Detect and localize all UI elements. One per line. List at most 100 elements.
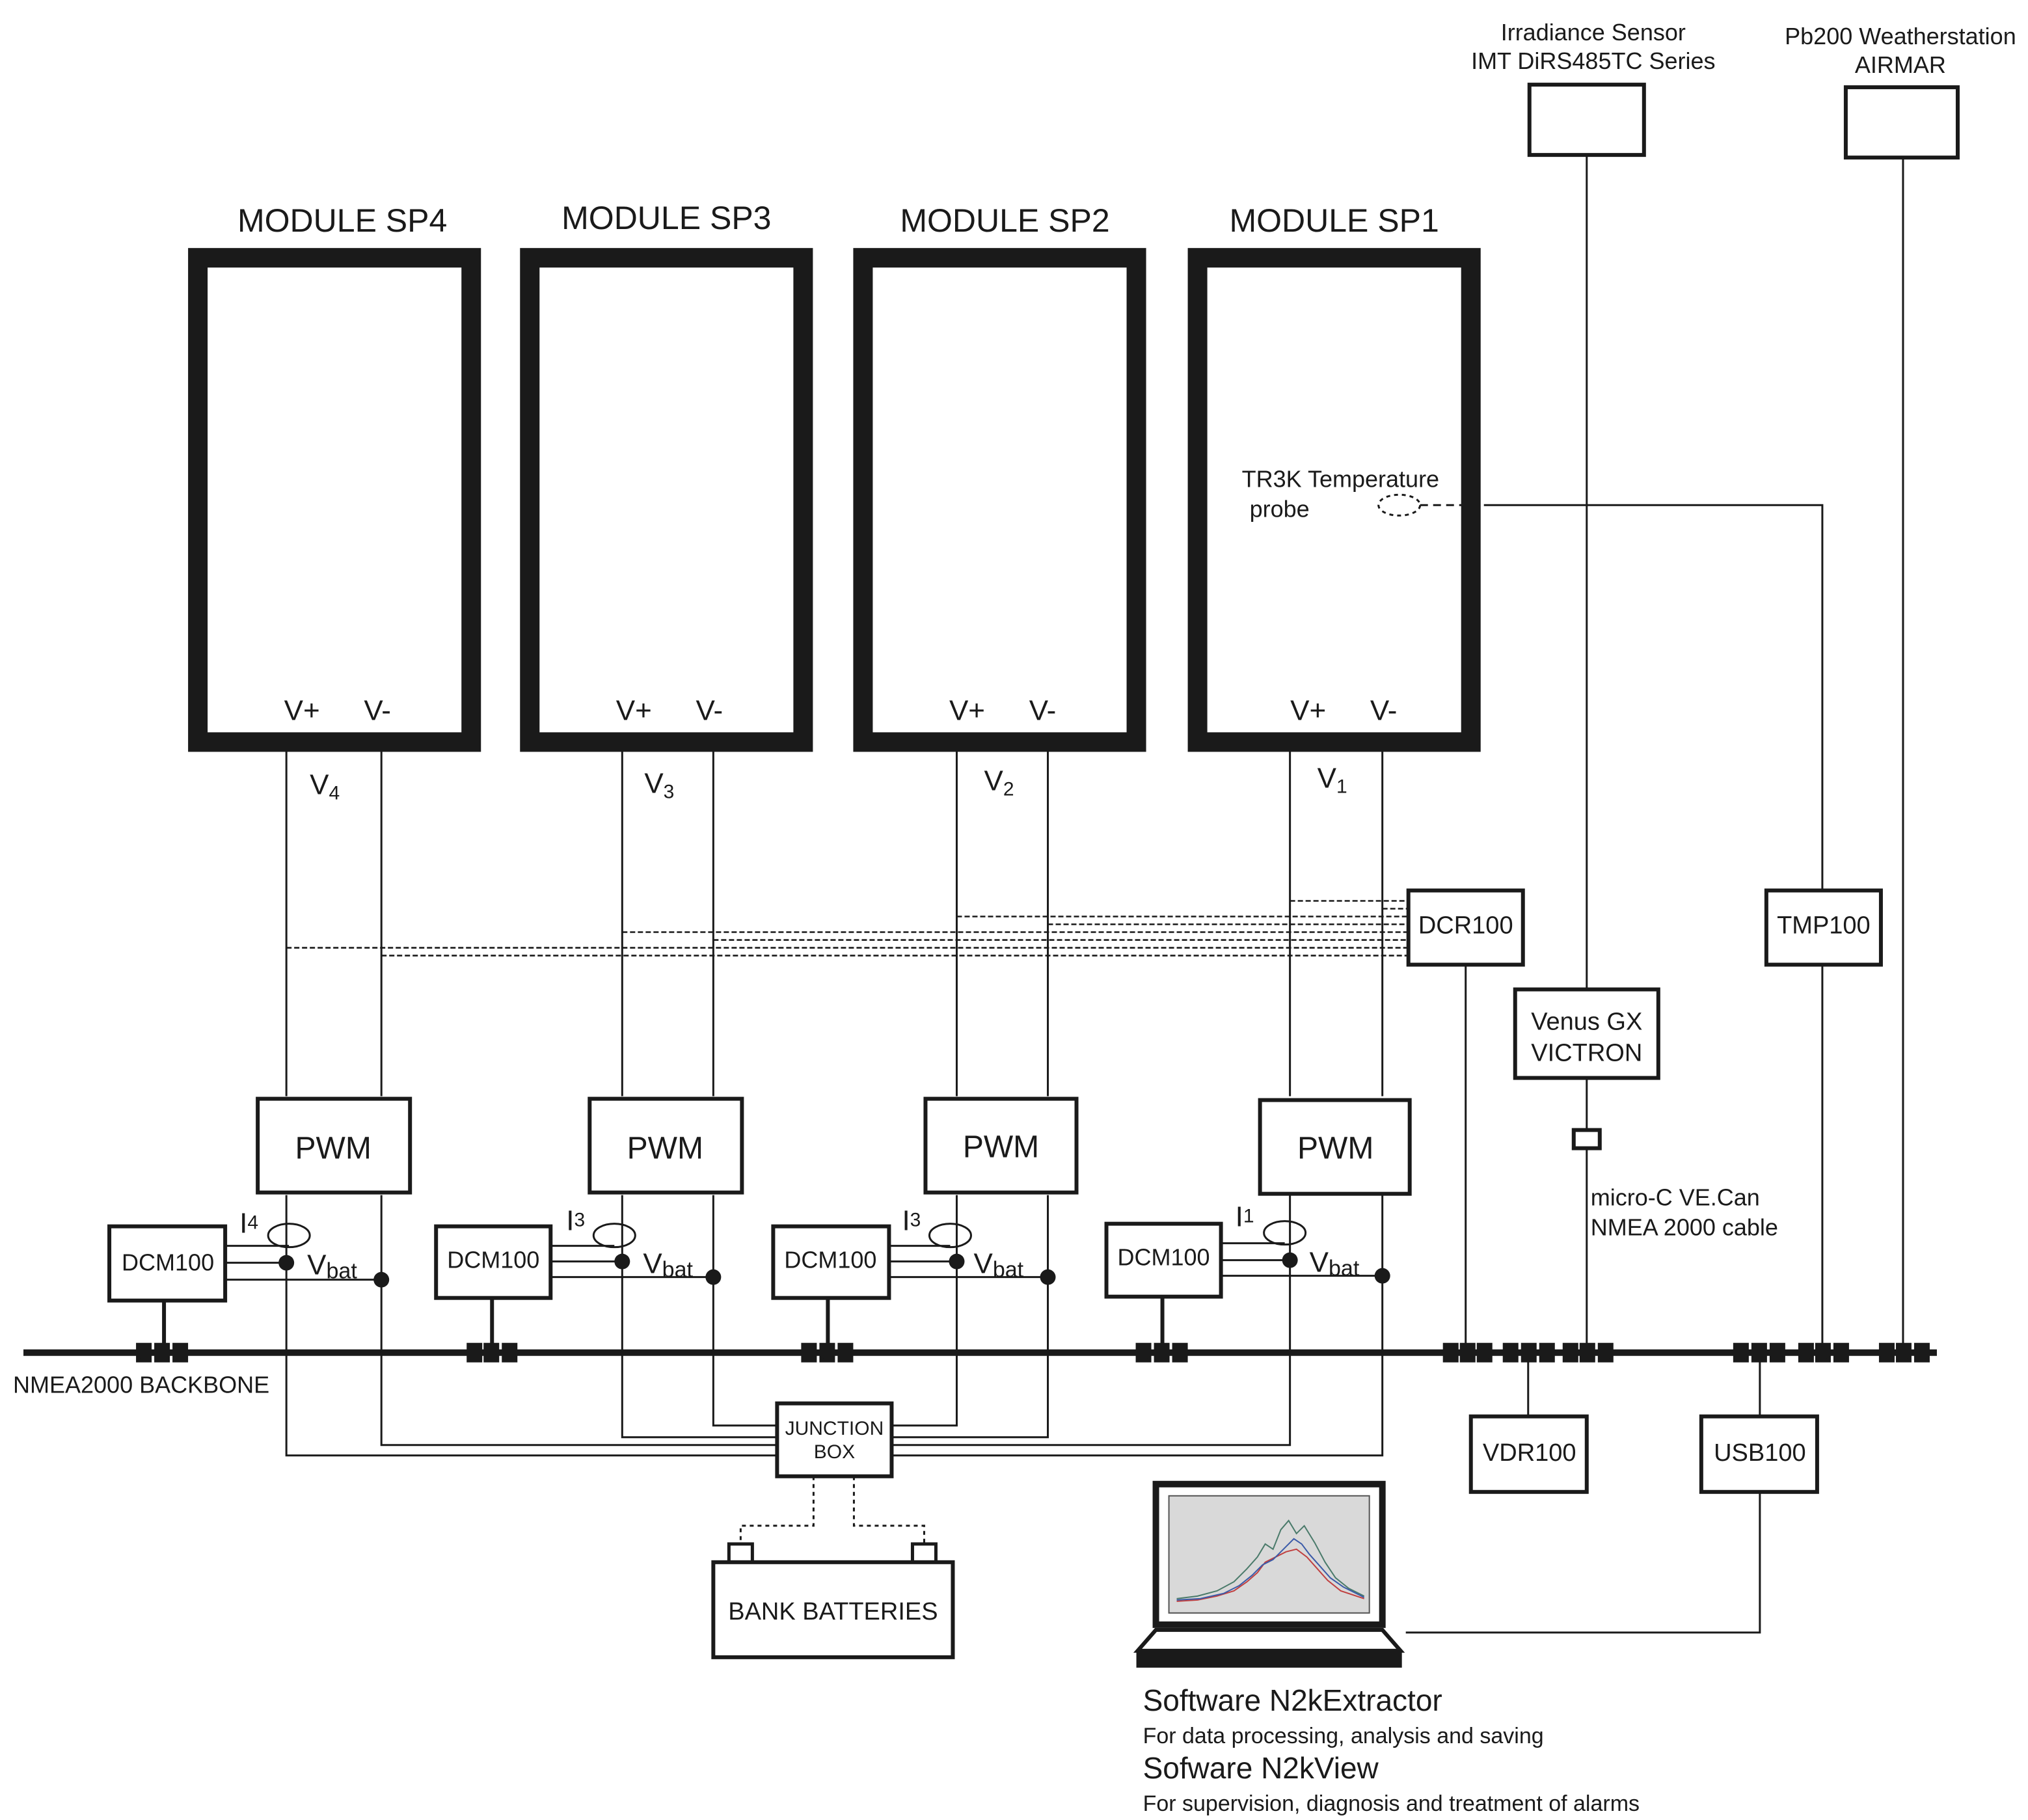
irradiance-sensor: Irradiance Sensor IMT DiRS485TC Series xyxy=(1471,19,1716,157)
v-plus-label: V+ xyxy=(616,694,652,726)
venus-label-line2: VICTRON xyxy=(1531,1040,1642,1067)
solar-panel xyxy=(520,248,813,752)
pwm-box xyxy=(923,1096,1079,1195)
dcm-group-sp4: DCM100 I4 Vbat xyxy=(107,1208,390,1303)
battery-cable xyxy=(852,1476,925,1544)
current-sensor-icon xyxy=(592,1223,636,1249)
software-title-1: Software N2kExtractor xyxy=(1143,1683,1442,1717)
pwm-label: PWM xyxy=(963,1130,1039,1165)
v-plus-label: V+ xyxy=(284,694,320,726)
current-label: I3 xyxy=(902,1205,921,1237)
pwm-controllers: PWM PWM PWM PWM xyxy=(256,1096,1412,1196)
backbone-label: NMEA2000 BACKBONE xyxy=(13,1372,269,1398)
usb-cable xyxy=(1405,1491,1761,1634)
solar-panel xyxy=(188,248,481,752)
current-sensor-icon xyxy=(1263,1220,1307,1246)
tmp100-box xyxy=(1764,888,1883,967)
module-sp4: MODULE SP4 V+ V- V4 xyxy=(188,202,481,804)
cable-connector-icon xyxy=(1571,1128,1602,1150)
module-sp3: MODULE SP3 V+ V- V3 xyxy=(520,200,813,802)
probe-icon xyxy=(1377,493,1422,517)
junction-dot xyxy=(373,1271,390,1288)
dcm-label: DCM100 xyxy=(447,1247,539,1273)
dcm-label: DCM100 xyxy=(1118,1244,1210,1271)
laptop-base xyxy=(1136,1649,1402,1668)
battery-box xyxy=(711,1560,955,1659)
software-description: Software N2kExtractor For data processin… xyxy=(1143,1683,1640,1816)
cable-label-line1: micro-C VE.Can xyxy=(1591,1184,1760,1211)
voltage-sense-lines xyxy=(286,900,1409,957)
pwm-label: PWM xyxy=(627,1132,703,1166)
vdr100-label: VDR100 xyxy=(1483,1439,1576,1467)
software-title-2: Sofware N2kView xyxy=(1143,1751,1379,1785)
junction-dot xyxy=(705,1269,722,1285)
irradiance-box xyxy=(1527,83,1646,157)
laptop-keyboard xyxy=(1133,1627,1405,1653)
tmp100-device: TMP100 xyxy=(1483,504,1883,1353)
current-label: I1 xyxy=(1236,1201,1254,1233)
screen-plot xyxy=(1176,1519,1365,1602)
vbat-label: Vbat xyxy=(973,1248,1023,1283)
v-plus-label: V+ xyxy=(1290,694,1326,726)
dcr100-device: DCR100 xyxy=(1406,888,1525,1353)
dcm-label: DCM100 xyxy=(784,1247,876,1273)
solar-panel xyxy=(853,248,1146,752)
junction-box-label-line2: BOX xyxy=(814,1441,855,1463)
v-minus-label: V- xyxy=(364,694,391,726)
weather-box xyxy=(1843,85,1960,160)
current-label: I4 xyxy=(239,1208,258,1240)
weather-label-line2: AIRMAR xyxy=(1855,51,1946,78)
bank-batteries: BANK BATTERIES xyxy=(711,1542,955,1659)
nmea2000-backbone: NMEA2000 BACKBONE xyxy=(13,1296,1937,1398)
dcm-group-sp3: DCM100 I3 Vbat xyxy=(434,1205,722,1300)
probe-cable xyxy=(1483,504,1824,891)
current-label: I3 xyxy=(566,1205,585,1237)
irradiance-label-line2: IMT DiRS485TC Series xyxy=(1471,48,1715,74)
vbat-label: Vbat xyxy=(643,1248,693,1283)
voltage-label: V4 xyxy=(310,768,340,804)
v-plus-label: V+ xyxy=(949,694,985,726)
solar-panel xyxy=(1187,248,1481,752)
laptop-screen xyxy=(1168,1495,1370,1614)
dcm-label: DCM100 xyxy=(122,1249,214,1276)
pwm-box xyxy=(588,1096,744,1195)
module-sp2: MODULE SP2 V+ V- V2 xyxy=(853,202,1146,800)
battery-terminal xyxy=(910,1542,938,1564)
cable-label-line2: NMEA 2000 cable xyxy=(1591,1214,1778,1241)
junction-dot xyxy=(1374,1268,1390,1284)
junction-dot xyxy=(1040,1269,1056,1285)
module-title: MODULE SP2 xyxy=(900,202,1109,239)
usb100-label: USB100 xyxy=(1714,1439,1806,1467)
software-desc-1: For data processing, analysis and saving xyxy=(1143,1724,1544,1748)
laptop-icon xyxy=(1133,1480,1405,1668)
v-minus-label: V- xyxy=(696,694,723,726)
vbat-label: Vbat xyxy=(307,1249,357,1284)
junction-dot xyxy=(278,1255,295,1271)
junction-box-label-line1: JUNCTION xyxy=(785,1418,884,1439)
pwm-label: PWM xyxy=(295,1132,372,1166)
vbat-label: Vbat xyxy=(1310,1247,1360,1281)
venus-gx-device: Venus GX VICTRON micro-C VE.Can NMEA 200… xyxy=(1513,155,1778,1353)
junction-dot xyxy=(949,1253,965,1270)
vdr100-device: VDR100 xyxy=(1468,1352,1589,1494)
dcm-group-sp2: DCM100 I3 Vbat xyxy=(771,1205,1056,1300)
pwm-label: PWM xyxy=(1297,1132,1373,1166)
module-title: MODULE SP1 xyxy=(1229,202,1439,239)
dcr100-label: DCR100 xyxy=(1418,912,1513,940)
probe-label-line1: TR3K Temperature xyxy=(1242,465,1439,492)
junction-box: JUNCTION BOX xyxy=(739,1401,925,1544)
weather-label-line1: Pb200 Weatherstation xyxy=(1785,23,2016,49)
v-minus-label: V- xyxy=(1029,694,1057,726)
venus-label-line1: Venus GX xyxy=(1531,1009,1642,1036)
probe-label-line2: probe xyxy=(1250,495,1310,522)
software-desc-2: For supervision, diagnosis and treatment… xyxy=(1143,1791,1640,1816)
current-sensor-icon xyxy=(928,1223,972,1249)
junction-dot xyxy=(1282,1252,1298,1268)
module-title: MODULE SP4 xyxy=(237,202,447,239)
junction-dot xyxy=(614,1253,630,1270)
battery-label: BANK BATTERIES xyxy=(728,1598,938,1625)
usb100-device: USB100 xyxy=(1405,1352,1819,1634)
weather-station: Pb200 Weatherstation AIRMAR xyxy=(1785,23,2016,160)
tmp100-label: TMP100 xyxy=(1777,912,1871,940)
voltage-label: V3 xyxy=(644,767,674,802)
